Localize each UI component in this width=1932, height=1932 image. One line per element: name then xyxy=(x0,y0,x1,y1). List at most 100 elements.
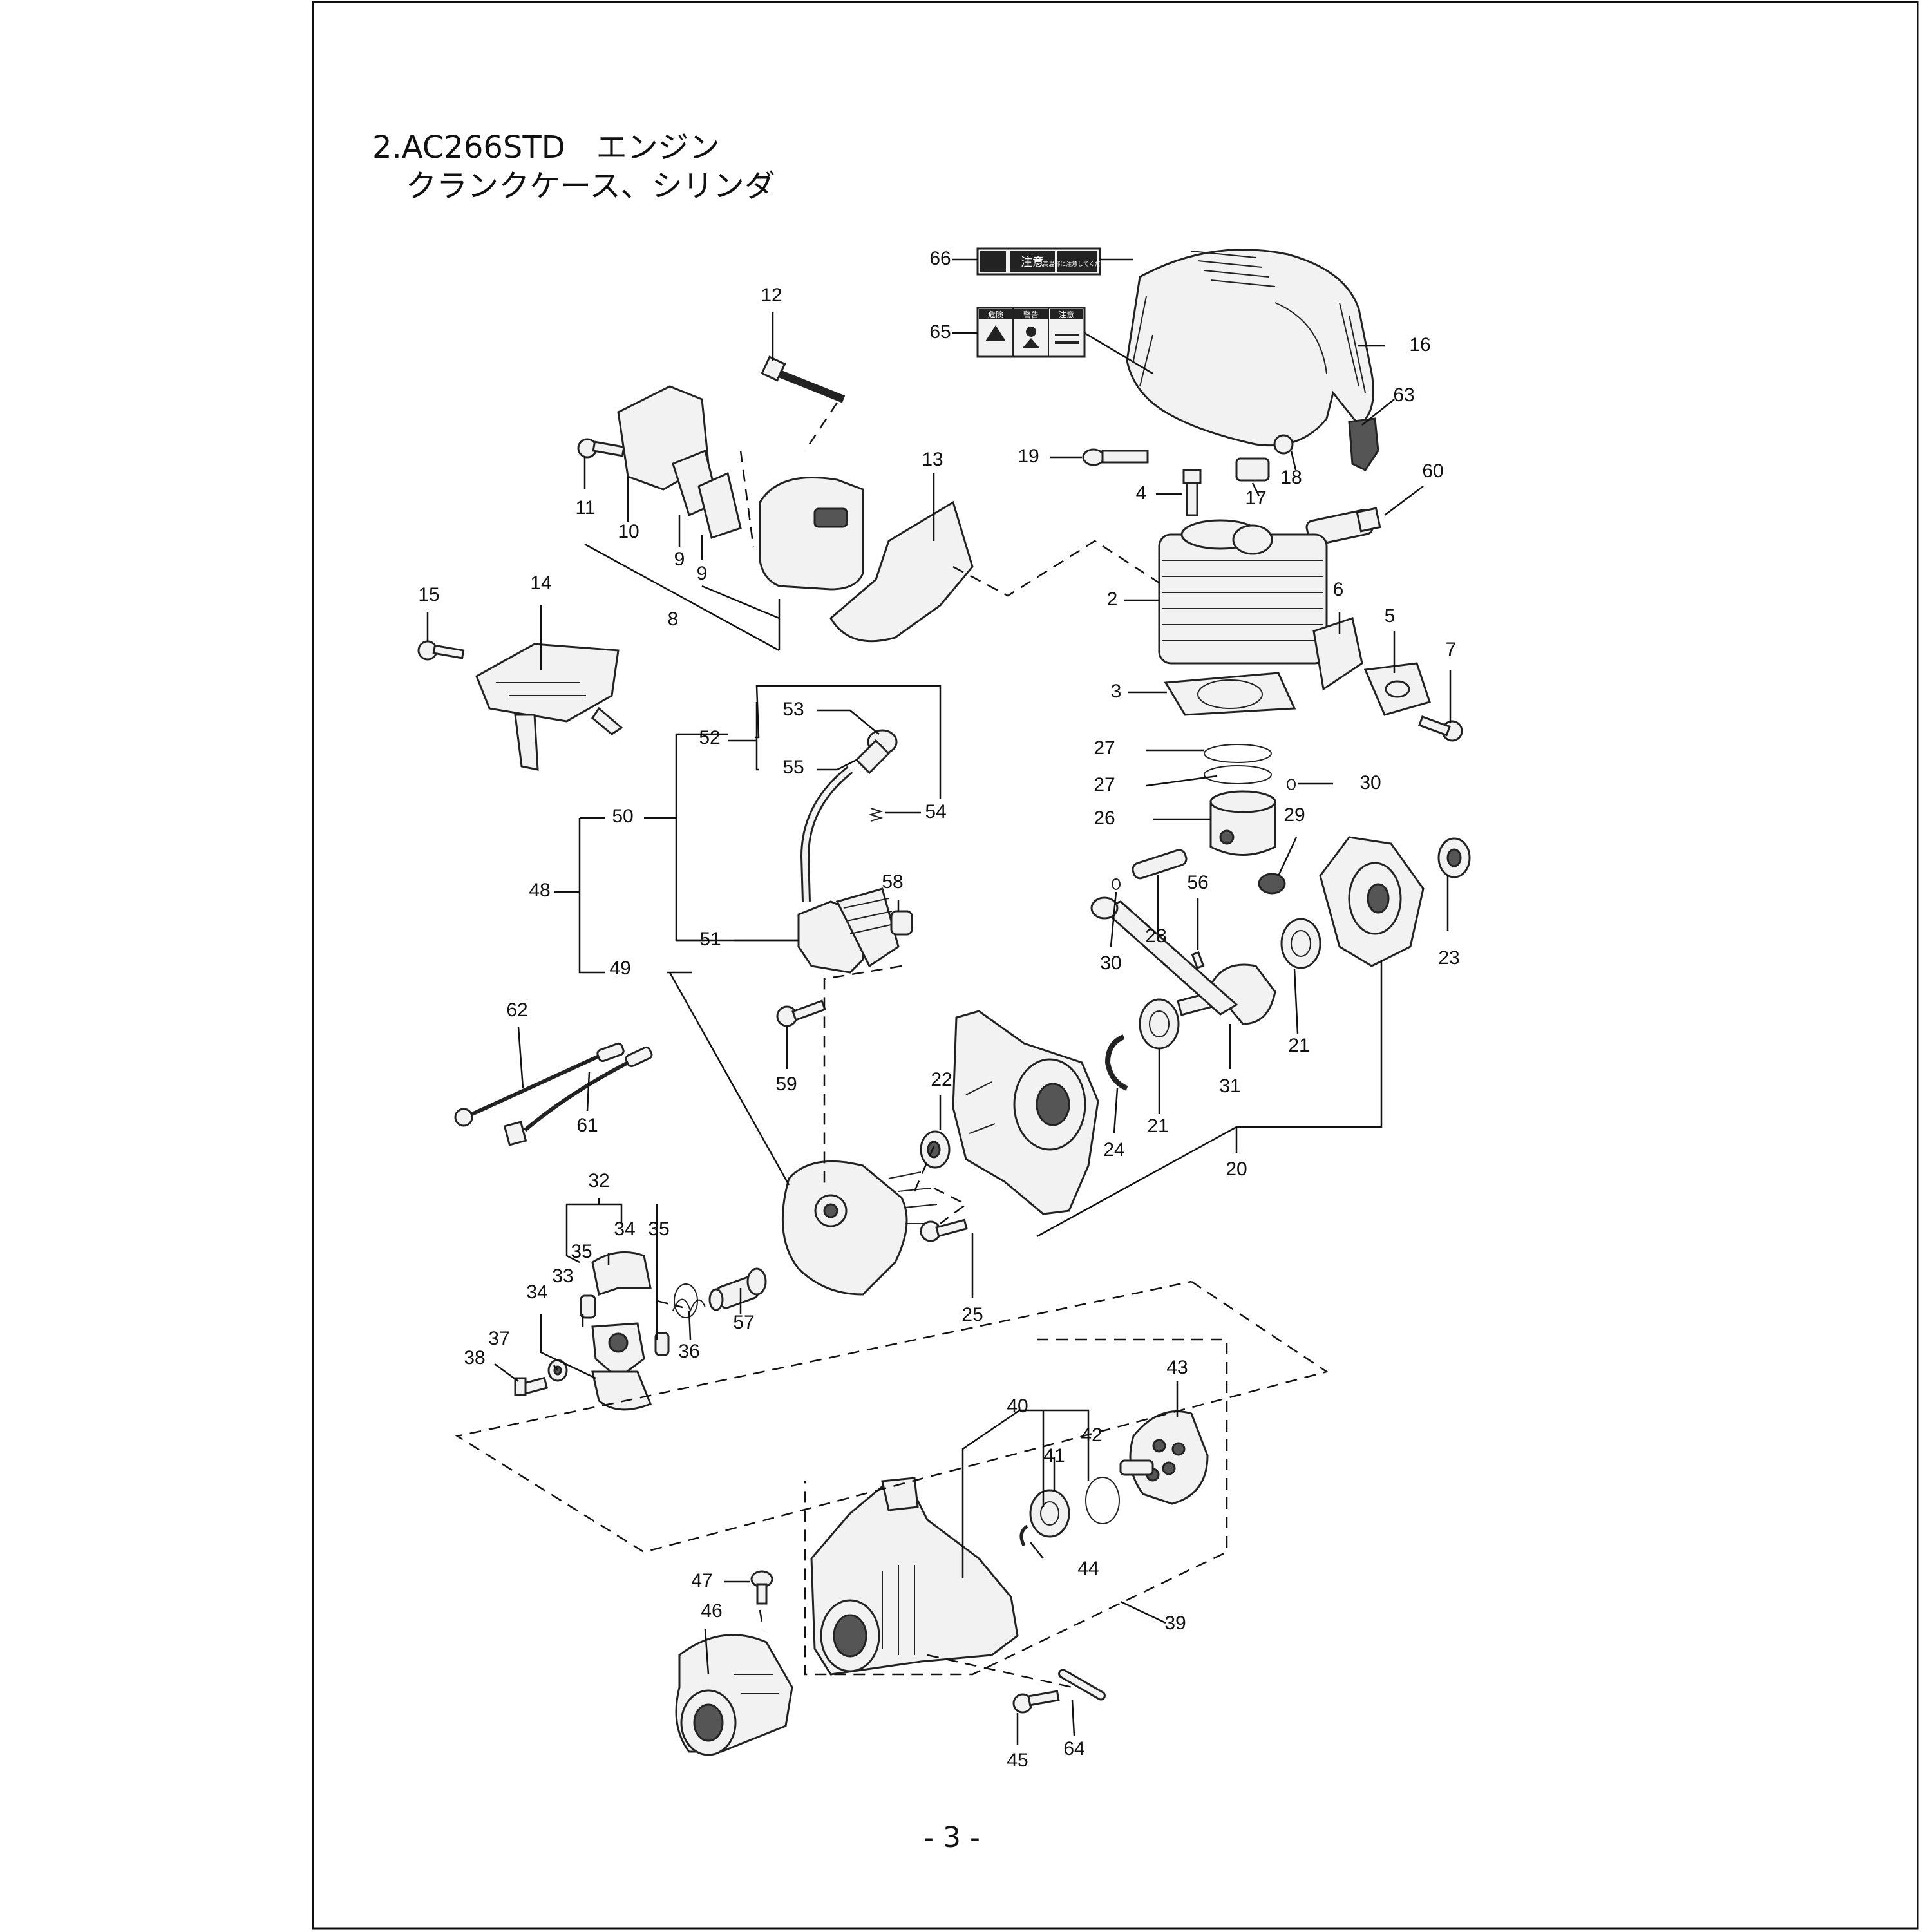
bolt-part-7 xyxy=(1418,715,1463,742)
callout-3: 3 xyxy=(1111,681,1122,702)
callout-18: 18 xyxy=(1280,467,1302,488)
callout-62: 62 xyxy=(506,999,527,1021)
bolt-part-12 xyxy=(761,355,846,403)
callout-34b: 34 xyxy=(526,1282,547,1303)
page-number: - 3 - xyxy=(923,1821,980,1854)
collar-part-58 xyxy=(890,910,913,936)
clip-part-44 xyxy=(1019,1524,1028,1547)
insulator-part-5 xyxy=(1363,662,1431,716)
spark-plug-part-60 xyxy=(1305,507,1381,546)
warning-sticker-part-65: 危険 警告 注意 xyxy=(976,307,1086,358)
callout-61: 61 xyxy=(576,1115,598,1136)
clutch-assembly-part-32 xyxy=(591,1251,652,1411)
leader-lines xyxy=(426,258,1452,1745)
callout-23: 23 xyxy=(1438,947,1459,969)
circlip-part-42 xyxy=(1085,1477,1120,1524)
callout-13: 13 xyxy=(922,449,943,470)
clutch-spring-part-36 xyxy=(672,1283,706,1318)
gasket-part-3 xyxy=(1164,672,1296,716)
cylinder-cover-part-16 xyxy=(1126,249,1374,447)
callout-49: 49 xyxy=(609,958,630,979)
bolt-part-38 xyxy=(514,1376,549,1397)
circlip-part-24 xyxy=(1104,1034,1128,1091)
clip-part-30b xyxy=(1112,878,1121,890)
callout-33: 33 xyxy=(552,1265,573,1287)
callout-9a: 9 xyxy=(674,549,685,570)
callout-34a: 34 xyxy=(614,1218,635,1240)
callout-27a: 27 xyxy=(1094,737,1115,759)
gasket-part-9b xyxy=(697,471,742,539)
oil-seal-part-22 xyxy=(920,1130,951,1169)
callout-50: 50 xyxy=(612,806,633,827)
clutch-shaft-part-57 xyxy=(708,1267,767,1311)
callout-6: 6 xyxy=(1333,579,1344,600)
needle-bearing-part-29 xyxy=(1258,873,1286,895)
bracket-part-14 xyxy=(475,643,623,771)
clip-part-30a xyxy=(1287,779,1296,790)
pin-part-64 xyxy=(1058,1669,1106,1701)
clutch-case-part-40 xyxy=(810,1477,1019,1676)
callout-39: 39 xyxy=(1164,1613,1186,1634)
sticker-65-text-3: 注意 xyxy=(1059,310,1074,319)
callout-9b: 9 xyxy=(697,563,708,584)
muffler-part-8 xyxy=(759,477,864,591)
lead-wire-part-62 xyxy=(454,1042,625,1127)
callout-26: 26 xyxy=(1094,808,1115,829)
gasket-part-6 xyxy=(1312,617,1363,691)
crankcase-half-part-20b xyxy=(1319,836,1425,967)
callout-36: 36 xyxy=(678,1341,699,1362)
callout-38: 38 xyxy=(464,1347,485,1368)
bearing-part-41 xyxy=(1029,1489,1070,1538)
callout-51: 51 xyxy=(699,929,721,950)
callout-29: 29 xyxy=(1283,804,1305,826)
callout-21b: 21 xyxy=(1147,1115,1168,1137)
bolt-part-59 xyxy=(776,999,826,1027)
ignition-coil-part-51 xyxy=(797,887,900,974)
bolt-part-19 xyxy=(1082,448,1149,466)
callout-41: 41 xyxy=(1043,1445,1065,1466)
callout-numbers: 66 65 16 63 19 18 17 60 4 12 13 11 10 9 … xyxy=(418,248,1459,1771)
callout-65: 65 xyxy=(929,321,951,343)
callout-4: 4 xyxy=(1136,482,1147,504)
callout-11: 11 xyxy=(575,497,595,518)
sticker-66-text-1: 注意 xyxy=(1021,256,1044,269)
bolt-part-4 xyxy=(1182,469,1202,516)
callout-58: 58 xyxy=(882,871,903,893)
callout-35b: 35 xyxy=(571,1241,592,1262)
callout-25: 25 xyxy=(961,1304,983,1325)
bolt-part-25 xyxy=(920,1218,968,1242)
crankcase-part-20 xyxy=(952,1010,1099,1215)
muffler-cover-part-13 xyxy=(829,500,974,643)
spring-part-54 xyxy=(868,808,884,822)
sticker-65-text-1: 危険 xyxy=(988,310,1003,319)
callout-44: 44 xyxy=(1077,1558,1099,1579)
callout-46: 46 xyxy=(701,1600,722,1622)
callout-66: 66 xyxy=(929,248,951,269)
callout-64: 64 xyxy=(1063,1738,1084,1759)
callout-48: 48 xyxy=(529,880,550,901)
page-border xyxy=(312,1,1919,1930)
callout-43: 43 xyxy=(1166,1357,1188,1378)
callout-21a: 21 xyxy=(1288,1035,1309,1056)
cylinder-part-2 xyxy=(1158,519,1328,665)
warning-sticker-part-66: 注意 高温部に注意してください xyxy=(976,247,1112,276)
callout-45: 45 xyxy=(1007,1750,1028,1771)
callout-35a: 35 xyxy=(648,1218,669,1240)
callout-42: 42 xyxy=(1081,1425,1102,1446)
callout-10: 10 xyxy=(618,521,639,542)
callout-28: 28 xyxy=(1145,925,1166,947)
callout-30b: 30 xyxy=(1100,952,1121,974)
clutch-drum-part-43 xyxy=(1119,1410,1209,1505)
callout-16: 16 xyxy=(1409,334,1430,355)
callout-53: 53 xyxy=(782,699,804,720)
callout-32: 32 xyxy=(588,1170,609,1191)
nut-part-18 xyxy=(1273,434,1294,455)
key-part-56 xyxy=(1191,951,1205,969)
flywheel-part-49 xyxy=(781,1160,938,1296)
callout-47: 47 xyxy=(691,1570,712,1591)
sticker-66-text-2: 高温部に注意してください xyxy=(1043,260,1112,268)
title-line-2: クランクケース、シリンダ xyxy=(406,168,775,204)
callout-7: 7 xyxy=(1446,639,1457,660)
callout-14: 14 xyxy=(530,573,551,594)
